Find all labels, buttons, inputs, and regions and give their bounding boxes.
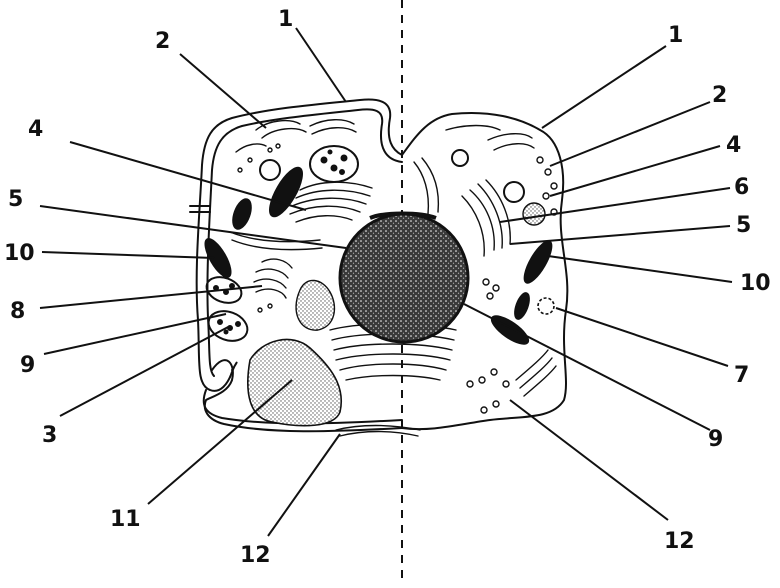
large-vacuole <box>247 338 343 427</box>
er-right <box>413 157 511 257</box>
label-left-10: 10 <box>4 241 35 266</box>
label-right-1: 1 <box>668 23 683 48</box>
label-right-9: 9 <box>708 427 723 452</box>
label-right-2: 2 <box>712 83 727 108</box>
chloroplast-left-3 <box>207 310 249 342</box>
label-right-5: 5 <box>736 213 751 238</box>
label-right-10: 10 <box>740 271 771 296</box>
nuclear-envelope-pore <box>369 211 437 220</box>
plant-cell-membrane <box>206 108 403 377</box>
golgi-right-top <box>445 124 558 216</box>
vesicles-right-cluster <box>466 278 510 414</box>
vesicle-left <box>259 159 281 181</box>
golgi-left-bottom <box>253 258 293 313</box>
label-left-2: 2 <box>155 29 170 54</box>
mitochondrion-right-2 <box>514 292 530 320</box>
small-vacuole-left <box>295 279 336 331</box>
label-left-3: 3 <box>42 423 57 448</box>
label-right-4: 4 <box>726 133 741 158</box>
mitochondrion-left-3 <box>204 238 232 278</box>
leader-lines <box>39 27 733 537</box>
mitochondrion-left-2 <box>232 198 252 230</box>
golgi-right-bottom <box>515 349 557 397</box>
label-right-6: 6 <box>734 175 749 200</box>
plant-cell-wall-outer <box>195 98 403 392</box>
label-right-12: 12 <box>664 529 695 554</box>
labels-right: 1 2 4 6 5 10 7 9 12 <box>664 23 771 554</box>
lysosome-right <box>522 202 546 226</box>
labels-left: 2 1 4 5 10 8 9 3 11 12 <box>4 7 293 568</box>
label-left-9: 9 <box>20 353 35 378</box>
nucleus <box>338 212 470 344</box>
mitochondrion-right-1 <box>523 240 553 284</box>
label-left-4: 4 <box>28 117 43 142</box>
vesicle-right-2 <box>503 181 525 203</box>
mitochondrion-left-1 <box>269 166 303 218</box>
chloroplast-left-2 <box>205 276 243 304</box>
centriole <box>537 297 555 315</box>
golgi-left-top <box>235 119 357 173</box>
er-bottom <box>329 323 457 381</box>
label-left-8: 8 <box>10 299 25 324</box>
vesicle-right-1 <box>451 149 469 167</box>
chloroplast-left-1 <box>309 145 359 183</box>
er-left <box>229 181 373 251</box>
label-right-7: 7 <box>734 363 749 388</box>
label-left-5: 5 <box>8 187 23 212</box>
label-left-1: 1 <box>278 7 293 32</box>
er-bottom-membrane <box>335 424 421 437</box>
label-left-11: 11 <box>110 507 141 532</box>
label-left-12: 12 <box>240 543 271 568</box>
animal-cell-membrane <box>401 111 569 431</box>
mitochondrion-right-3 <box>490 315 530 345</box>
